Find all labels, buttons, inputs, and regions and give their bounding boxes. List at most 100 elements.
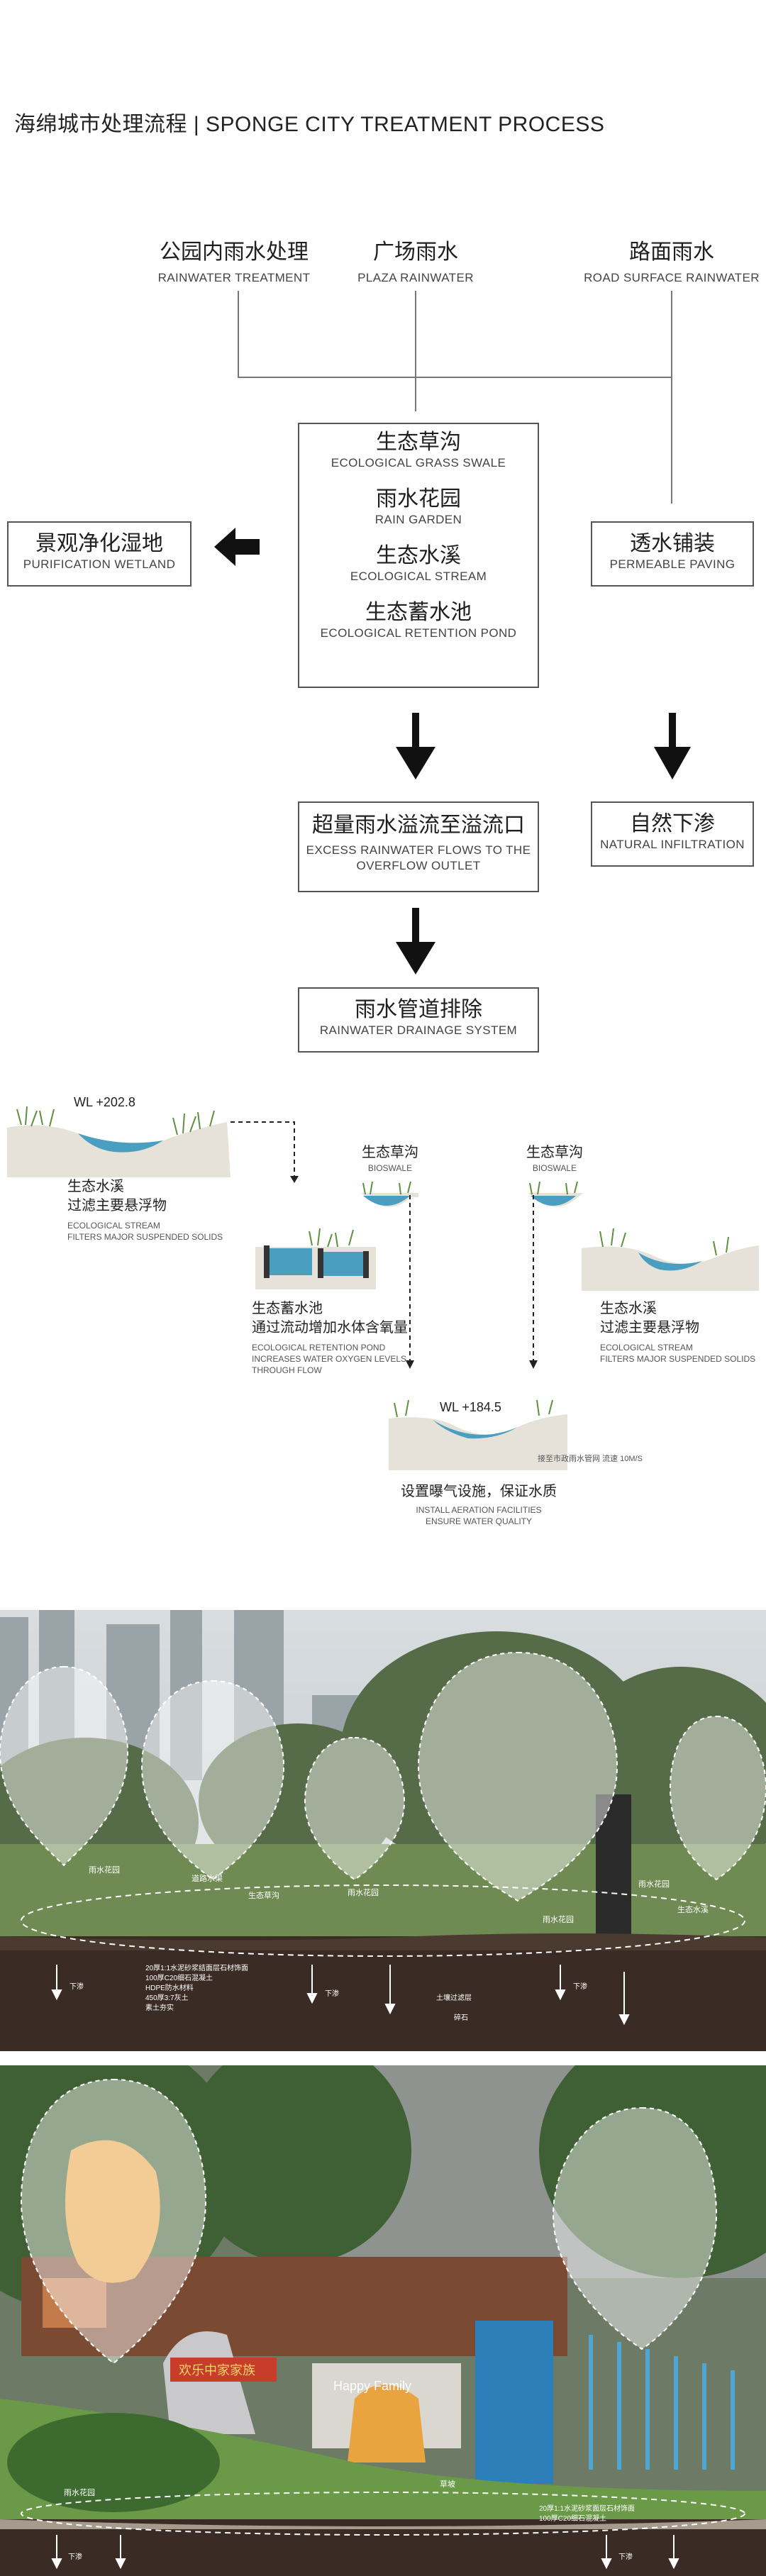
label-en: INSTALL AERATION FACILITIES	[416, 1505, 542, 1515]
label-en: ECOLOGICAL STREAM	[67, 1221, 160, 1231]
connector-line	[238, 291, 239, 377]
box-item-en: ECOLOGICAL STREAM	[350, 570, 487, 584]
legend-text: 20厚1:1水泥砂浆结面层石材饰面	[145, 1963, 248, 1972]
connector-line	[671, 291, 672, 504]
label-cn: 生态水溪	[67, 1179, 124, 1194]
source-en: ROAD SURFACE RAINWATER	[584, 271, 760, 284]
connector-line	[415, 291, 416, 411]
source-cn: 公园内雨水处理	[160, 240, 309, 264]
arrow-down-icon	[654, 713, 691, 779]
box-item-en: ECOLOGICAL RETENTION POND	[320, 626, 517, 640]
pipe-note: 接至市政雨水管网 流速 10M/S	[538, 1455, 643, 1463]
legend-text: HDPE防水材料	[145, 1983, 194, 1992]
wl-top-label: WL +202.8	[74, 1095, 135, 1109]
label-cn: 生态蓄水池	[252, 1301, 323, 1316]
bioswale2-label: 生态草沟 BIOSWALE	[526, 1143, 583, 1174]
source-en: RAINWATER TREATMENT	[157, 271, 311, 284]
overflow-en: EXCESS RAINWATER FLOWS TO THE	[306, 843, 531, 857]
note-text: 土壤过滤层	[436, 1993, 472, 2002]
pond-label: 生态蓄水池 通过流动增加水体含氧量 ECOLOGICAL RETENTION P…	[252, 1299, 408, 1377]
wetland-cn: 景观净化湿地	[35, 532, 163, 555]
legend-text: 450厚3:7灰土	[145, 1993, 189, 2002]
legend-text: 100厚C20细石混凝土	[145, 1973, 213, 1982]
stream-left-label: 生态水溪 过滤主要悬浮物 ECOLOGICAL STREAM FILTERS M…	[67, 1177, 223, 1243]
down-label: 下渗	[70, 1982, 84, 1991]
box-item-en: ECOLOGICAL GRASS SWALE	[331, 456, 506, 470]
label-cn: 生态草沟	[526, 1145, 583, 1160]
label-en: ENSURE WATER QUALITY	[425, 1516, 533, 1527]
paving-box: 透水铺装 PERMEABLE PAVING	[591, 521, 754, 587]
legend-text: 100厚C20细石混凝土	[539, 2514, 606, 2523]
overflow-box: 超量雨水溢流至溢流口 EXCESS RAINWATER FLOWS TO THE…	[298, 801, 539, 892]
infiltration-box: 自然下渗 NATURAL INFILTRATION	[591, 801, 754, 867]
legend-text: 20厚1:1水泥砂浆面层石材饰面	[539, 2504, 635, 2513]
photo-tag: 雨水花园	[638, 1880, 670, 1889]
paving-cn: 透水铺装	[630, 532, 715, 555]
source-en: PLAZA RAINWATER	[357, 271, 474, 284]
label-en: ECOLOGICAL RETENTION POND	[252, 1343, 386, 1353]
photo-tag: 雨水花园	[543, 1915, 574, 1924]
label-cn: 生态草沟	[362, 1145, 418, 1160]
section-diagram	[7, 1106, 759, 1470]
aeration-label: 设置曝气设施，保证水质 INSTALL AERATION FACILITIES …	[383, 1482, 574, 1527]
photo-playground-section: 欢乐中家家族 Happy Family 雨水花园 草坡 下渗 下渗 20厚1:1…	[0, 2065, 766, 2576]
box-item-cn: 雨水花园	[376, 487, 461, 511]
down-label: 下渗	[618, 2552, 633, 2561]
box-item-cn: 生态水溪	[376, 544, 461, 568]
box-item-cn: 生态草沟	[376, 431, 461, 454]
photo-tag: 道路水渠	[192, 1873, 223, 1883]
drainage-en: RAINWATER DRAINAGE SYSTEM	[319, 1023, 518, 1037]
wl-bottom-label: WL +184.5	[440, 1400, 501, 1414]
stream-right-label: 生态水溪 过滤主要悬浮物 ECOLOGICAL STREAM FILTERS M…	[600, 1299, 755, 1365]
paving-en: PERMEABLE PAVING	[609, 557, 736, 571]
photo-tag: 草坡	[440, 2480, 455, 2489]
infiltration-en: NATURAL INFILTRATION	[600, 838, 745, 851]
sign-text: Happy Family	[333, 2379, 411, 2393]
source-road-rainwater: 路面雨水 ROAD SURFACE RAINWATER	[576, 234, 766, 285]
source-cn: 广场雨水	[373, 240, 458, 264]
arrow-down-icon	[396, 908, 435, 975]
label-en: ECOLOGICAL STREAM	[600, 1343, 693, 1353]
bioswale1-label: 生态草沟 BIOSWALE	[362, 1143, 418, 1174]
overflow-cn: 超量雨水溢流至溢流口	[312, 814, 525, 837]
label-en: BIOSWALE	[367, 1163, 413, 1173]
down-label: 下渗	[68, 2552, 82, 2561]
label-cn: 通过流动增加水体含氧量	[252, 1320, 408, 1336]
photo-park-section: 雨水花园 道路水渠 生态草沟 雨水花园 雨水花园 雨水花园 生态水溪 下渗 下渗…	[0, 1610, 766, 2051]
box-item-cn: 生态蓄水池	[365, 601, 472, 625]
infiltration-cn: 自然下渗	[630, 812, 715, 835]
connector-line	[238, 377, 672, 378]
arrow-down-icon	[396, 713, 435, 779]
arrow-left-icon	[214, 528, 260, 566]
label-en: FILTERS MAJOR SUSPENDED SOLIDS	[600, 1354, 756, 1365]
photo-tag: 雨水花园	[64, 2488, 95, 2497]
source-plaza-rainwater: 广场雨水 PLAZA RAINWATER	[345, 234, 487, 285]
down-label: 下渗	[573, 1982, 587, 1991]
drainage-box: 雨水管道排除 RAINWATER DRAINAGE SYSTEM	[298, 987, 539, 1053]
label-cn: 过滤主要悬浮物	[600, 1320, 699, 1336]
label-cn: 设置曝气设施，保证水质	[401, 1484, 557, 1499]
treatment-box: 生态草沟 ECOLOGICAL GRASS SWALE 雨水花园 RAIN GA…	[298, 423, 539, 688]
page-title: 海绵城市处理流程 | SPONGE CITY TREATMENT PROCESS	[14, 113, 605, 136]
drainage-cn: 雨水管道排除	[355, 998, 482, 1021]
label-en: FILTERS MAJOR SUSPENDED SOLIDS	[67, 1232, 223, 1243]
photo-tag: 雨水花园	[348, 1888, 379, 1897]
banner-text: 欢乐中家家族	[179, 2363, 255, 2378]
source-cn: 路面雨水	[629, 240, 714, 264]
legend-text: 素土夯实	[145, 2003, 174, 2012]
photo-tag: 雨水花园	[89, 1865, 120, 1875]
label-cn: 过滤主要悬浮物	[67, 1198, 167, 1214]
down-label: 下渗	[325, 1989, 339, 1998]
box-item-en: RAIN GARDEN	[374, 513, 462, 527]
photo-tag: 生态水溪	[677, 1904, 709, 1914]
source-rainwater-treatment: 公园内雨水处理 RAINWATER TREATMENT	[142, 234, 326, 285]
photo-tag: 生态草沟	[248, 1890, 279, 1900]
label-cn: 生态水溪	[600, 1301, 657, 1316]
label-en: INCREASES WATER OXYGEN LEVELS	[252, 1354, 407, 1365]
wetland-en: PURIFICATION WETLAND	[23, 557, 176, 571]
note-text: 碎石	[454, 2013, 468, 2022]
wetland-box: 景观净化湿地 PURIFICATION WETLAND	[7, 521, 192, 587]
label-en: BIOSWALE	[532, 1163, 577, 1173]
label-en: THROUGH FLOW	[252, 1365, 322, 1376]
overflow-en: OVERFLOW OUTLET	[356, 859, 481, 873]
